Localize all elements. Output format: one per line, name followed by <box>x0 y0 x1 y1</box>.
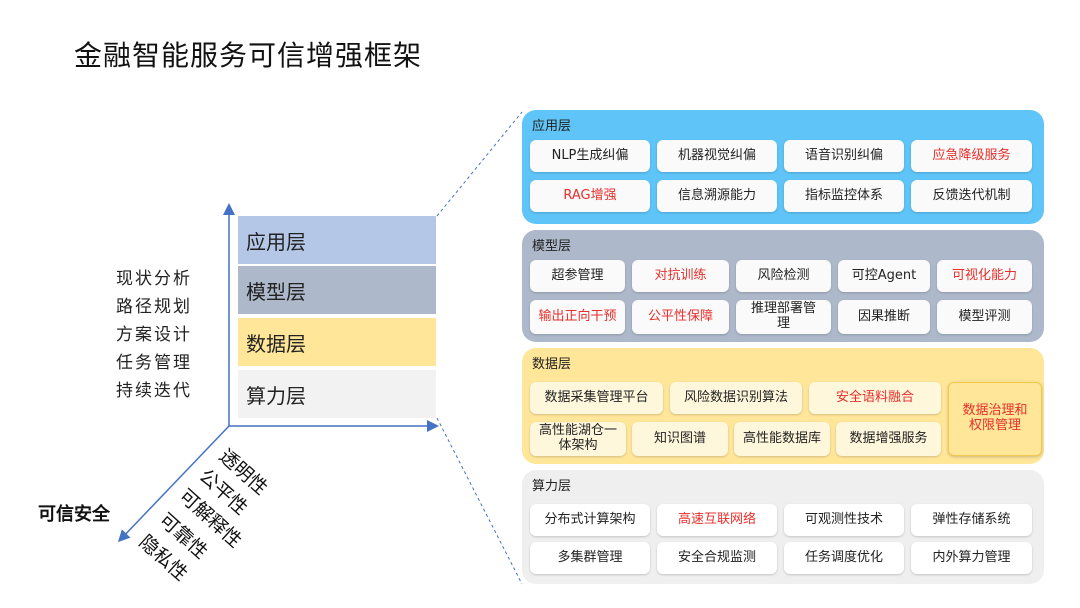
stack-layer-app: 应用层 <box>238 216 436 264</box>
phase-item: 方案设计 <box>116 325 192 345</box>
phase-item: 持续迭代 <box>116 381 192 401</box>
chip-observability: 可观测性技术 <box>784 504 904 536</box>
chip-data-governance: 数据治理和权限管理 <box>948 382 1042 456</box>
chip-high-speed-network: 高速互联网络 <box>657 504 777 536</box>
chip-info-tracing: 信息溯源能力 <box>657 180 777 212</box>
connector-bottom <box>436 417 523 585</box>
chip-compliance-monitor: 安全合规监测 <box>657 542 777 574</box>
chip-internal-external-compute: 内外算力管理 <box>911 542 1032 574</box>
stack-layer-data: 数据层 <box>238 318 436 366</box>
panel-title: 应用层 <box>532 119 572 134</box>
chip-visualization: 可视化能力 <box>937 260 1032 292</box>
panel-title: 模型层 <box>532 239 572 254</box>
chip-hyperparam: 超参管理 <box>530 260 625 292</box>
phase-item: 路径规划 <box>116 297 192 317</box>
chip-elastic-storage: 弹性存储系统 <box>911 504 1032 536</box>
chip-lakehouse: 高性能湖仓一体架构 <box>530 422 626 456</box>
chip-hp-database: 高性能数据库 <box>734 422 830 456</box>
diagonal-axis <box>117 425 230 543</box>
panel-model-layer: 模型层 超参管理 对抗训练 风险检测 可控Agent 可视化能力 输出正向干预 … <box>522 230 1044 342</box>
chip-task-scheduling: 任务调度优化 <box>784 542 904 574</box>
chip-feedback-iteration: 反馈迭代机制 <box>911 180 1032 212</box>
chip-multi-cluster: 多集群管理 <box>530 542 650 574</box>
chip-safe-corpus: 安全语料融合 <box>809 382 941 414</box>
chip-speech-correction: 语音识别纠偏 <box>784 140 904 172</box>
panel-application-layer: 应用层 NLP生成纠偏 机器视觉纠偏 语音识别纠偏 应急降级服务 RAG增强 信… <box>522 110 1044 224</box>
chip-distributed-compute: 分布式计算架构 <box>530 504 650 536</box>
stack-layer-model: 模型层 <box>238 266 436 314</box>
panel-compute-layer: 算力层 分布式计算架构 高速互联网络 可观测性技术 弹性存储系统 多集群管理 安… <box>522 470 1044 584</box>
chip-knowledge-graph: 知识图谱 <box>632 422 728 456</box>
page-title: 金融智能服务可信增强框架 <box>74 39 423 72</box>
panel-data-layer: 数据层 数据采集管理平台 风险数据识别算法 安全语料融合 高性能湖仓一体架构 知… <box>522 348 1044 464</box>
chip-risk-detection: 风险检测 <box>736 260 831 292</box>
panel-title: 数据层 <box>532 357 572 372</box>
chip-model-eval: 模型评测 <box>937 300 1032 334</box>
chip-nlp-correction: NLP生成纠偏 <box>530 140 650 172</box>
chip-metric-monitoring: 指标监控体系 <box>784 180 904 212</box>
chip-risk-data-algo: 风险数据识别算法 <box>670 382 802 414</box>
chip-inference-deploy: 推理部署管理 <box>736 300 831 334</box>
chip-fairness: 公平性保障 <box>632 300 729 334</box>
chip-controllable-agent: 可控Agent <box>838 260 930 292</box>
chip-adversarial: 对抗训练 <box>632 260 729 292</box>
connector-top <box>436 111 523 217</box>
chip-data-collection: 数据采集管理平台 <box>530 382 663 414</box>
phase-item: 任务管理 <box>116 353 192 373</box>
stack-layer-compute: 算力层 <box>238 370 436 418</box>
panel-title: 算力层 <box>532 479 572 494</box>
chip-vision-correction: 机器视觉纠偏 <box>657 140 777 172</box>
chip-data-augmentation: 数据增强服务 <box>836 422 941 456</box>
chip-emergency-degrade: 应急降级服务 <box>911 140 1032 172</box>
chip-rag: RAG增强 <box>530 180 650 212</box>
chip-causal-inference: 因果推断 <box>838 300 930 334</box>
trusted-security-label: 可信安全 <box>38 504 110 525</box>
phase-item: 现状分析 <box>116 269 192 289</box>
chip-output-intervention: 输出正向干预 <box>530 300 625 334</box>
